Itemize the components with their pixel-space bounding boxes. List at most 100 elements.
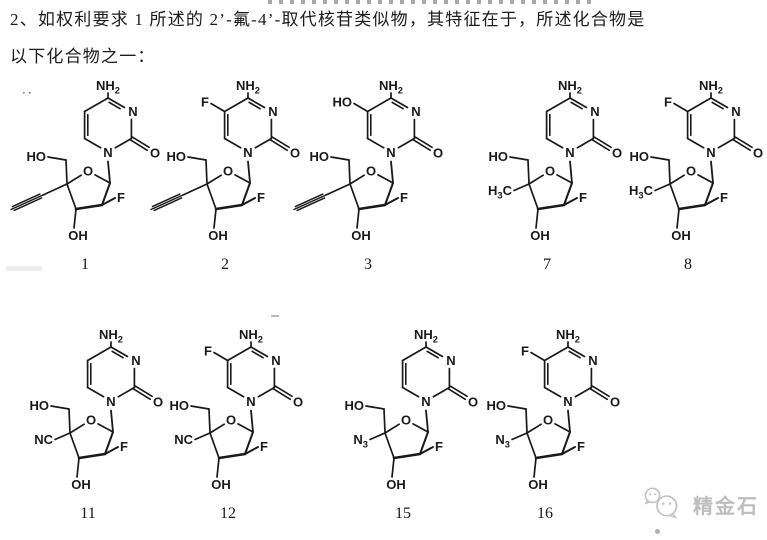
- svg-text:NH2: NH2: [239, 327, 263, 345]
- structure-number-label: 8: [684, 256, 692, 273]
- svg-text:NH2: NH2: [379, 78, 403, 96]
- svg-text:O: O: [753, 146, 763, 161]
- chat-bubbles-icon: [644, 487, 678, 519]
- svg-text:N: N: [268, 104, 277, 119]
- svg-text:HO: HO: [332, 95, 352, 110]
- svg-text:HO: HO: [169, 398, 189, 413]
- svg-text:O: O: [686, 164, 696, 179]
- svg-text:N: N: [243, 145, 252, 160]
- structure-number-label: 16: [537, 505, 553, 522]
- svg-text:HO: HO: [629, 149, 649, 164]
- svg-text:OH: OH: [68, 228, 88, 243]
- svg-text:OH: OH: [386, 477, 406, 492]
- claim-text-line-1: 2、如权利要求 1 所述的 2’-氟-4’-取代核苷类似物，其特征在于，所述化合…: [10, 10, 646, 29]
- scan-smudge: [6, 266, 42, 271]
- cropped-previous-line-artifact: [268, 0, 598, 4]
- svg-text:N: N: [565, 145, 574, 160]
- claim-text-line-2: 以下化合物之一：: [10, 47, 156, 66]
- svg-text:F: F: [577, 439, 585, 454]
- structure-number-label: 2: [221, 256, 229, 273]
- svg-text:N: N: [246, 394, 255, 409]
- svg-text:N: N: [131, 353, 140, 368]
- svg-text:F: F: [400, 190, 408, 205]
- svg-text:N: N: [421, 394, 430, 409]
- svg-text:OH: OH: [530, 228, 550, 243]
- svg-text:F: F: [521, 344, 529, 359]
- svg-text:NH2: NH2: [236, 78, 260, 96]
- svg-text:HO: HO: [309, 149, 329, 164]
- svg-text:N: N: [103, 145, 112, 160]
- structure-number-label: 11: [80, 505, 95, 522]
- structure-number-label: 1: [81, 256, 89, 273]
- svg-text:O: O: [610, 395, 620, 410]
- svg-text:O: O: [226, 413, 236, 428]
- svg-text:OH: OH: [528, 477, 548, 492]
- svg-text:H3C: H3C: [629, 183, 654, 201]
- svg-text:HO: HO: [344, 398, 364, 413]
- svg-text:NH2: NH2: [96, 78, 120, 96]
- svg-text:O: O: [86, 413, 96, 428]
- svg-text:OH: OH: [671, 228, 691, 243]
- svg-text:NC: NC: [174, 432, 193, 447]
- svg-text:O: O: [153, 395, 163, 410]
- structure-number-label: 15: [395, 505, 411, 522]
- svg-text:N: N: [386, 145, 395, 160]
- svg-text:F: F: [204, 344, 212, 359]
- svg-text:N: N: [411, 104, 420, 119]
- svg-text:F: F: [664, 95, 672, 110]
- svg-text:O: O: [290, 146, 300, 161]
- watermark-text: 精金石: [693, 495, 759, 518]
- stray-ink-marks: ··: [22, 86, 34, 100]
- svg-text:HO: HO: [486, 398, 506, 413]
- svg-text:O: O: [543, 413, 553, 428]
- svg-text:N: N: [731, 104, 740, 119]
- svg-text:F: F: [117, 190, 125, 205]
- svg-text:OH: OH: [211, 477, 231, 492]
- svg-text:N: N: [706, 145, 715, 160]
- svg-text:H3C: H3C: [488, 183, 513, 201]
- svg-text:N: N: [588, 353, 597, 368]
- svg-text:NH2: NH2: [556, 327, 580, 345]
- svg-text:N3: N3: [495, 432, 510, 450]
- structure-number-label: 12: [220, 505, 236, 522]
- svg-text:O: O: [468, 395, 478, 410]
- svg-text:NC: NC: [34, 432, 53, 447]
- svg-text:HO: HO: [488, 149, 508, 164]
- watermark: 精金石: [636, 485, 764, 523]
- svg-text:OH: OH: [208, 228, 228, 243]
- svg-text:N: N: [590, 104, 599, 119]
- svg-text:NH2: NH2: [699, 78, 723, 96]
- svg-text:N: N: [271, 353, 280, 368]
- structure-number-label: 3: [364, 256, 372, 273]
- svg-text:F: F: [120, 439, 128, 454]
- svg-text:O: O: [83, 164, 93, 179]
- svg-text:N: N: [563, 394, 572, 409]
- svg-text:N3: N3: [353, 432, 368, 450]
- structure-number-label: 7: [543, 256, 551, 273]
- svg-text:N: N: [106, 394, 115, 409]
- svg-text:O: O: [293, 395, 303, 410]
- svg-text:N: N: [128, 104, 137, 119]
- svg-text:OH: OH: [351, 228, 371, 243]
- svg-text:HO: HO: [26, 149, 46, 164]
- svg-text:F: F: [579, 190, 587, 205]
- svg-text:HO: HO: [166, 149, 186, 164]
- svg-text:F: F: [257, 190, 265, 205]
- svg-text:F: F: [720, 190, 728, 205]
- svg-text:OH: OH: [71, 477, 91, 492]
